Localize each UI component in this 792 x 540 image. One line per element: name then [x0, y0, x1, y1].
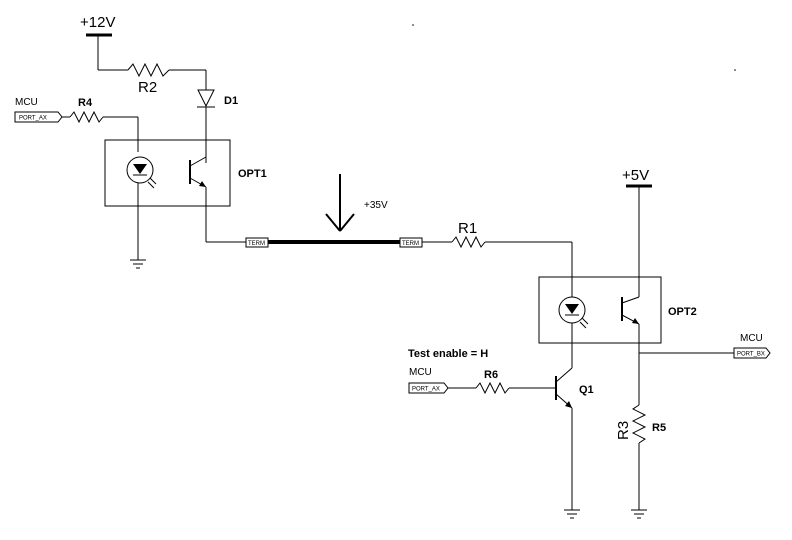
- label-q1: Q1: [579, 384, 594, 396]
- resistor-r1: [451, 235, 486, 249]
- label-r3: R3: [615, 421, 632, 440]
- port-bx: PORT_BX: [733, 347, 771, 359]
- optocoupler-opt2: [538, 276, 662, 344]
- port-bx-label: PORT_BX: [737, 352, 765, 358]
- term-right-label: TERM: [402, 241, 419, 247]
- optocoupler-opt1: [104, 139, 231, 207]
- label-mcu-bottom: MCU: [409, 367, 432, 378]
- label-12v: +12V: [80, 14, 115, 31]
- label-mcu-left: MCU: [15, 97, 38, 108]
- opt1-phototransistor: [189, 156, 207, 188]
- transistor-q1: [555, 367, 573, 409]
- term-left: TERM: [245, 237, 269, 248]
- label-r4: R4: [78, 97, 93, 109]
- label-mcu-right: MCU: [740, 333, 763, 344]
- label-d1: D1: [224, 95, 238, 107]
- label-opt1: OPT1: [238, 168, 267, 180]
- label-r6: R6: [484, 369, 498, 381]
- diode-d1: [197, 89, 215, 108]
- port-ax-left: PORT_AX: [14, 111, 63, 123]
- label-test-enable: Test enable = H: [408, 348, 488, 360]
- opt2-led: [558, 296, 589, 329]
- resistor-r3: [631, 404, 647, 444]
- ground-q1: [564, 509, 580, 519]
- label-r1: R1: [458, 220, 477, 237]
- opt1-led: [126, 156, 157, 189]
- ground-r5: [631, 509, 647, 519]
- supply-12v: +12V: [80, 14, 115, 70]
- resistor-r2: [127, 62, 170, 78]
- port-ax-bottom: PORT_AX: [408, 382, 449, 394]
- port-ax-bottom-label: PORT_AX: [412, 387, 440, 393]
- label-35v: +35V: [364, 200, 388, 211]
- supply-5v: +5V: [622, 167, 652, 188]
- arrow-down-icon: [325, 174, 355, 232]
- resistor-r4: [69, 110, 104, 124]
- opt2-phototransistor: [621, 296, 640, 325]
- resistor-r6: [475, 381, 510, 395]
- port-ax-left-label: PORT_AX: [19, 116, 47, 122]
- term-left-label: TERM: [248, 241, 265, 247]
- label-r2: R2: [138, 79, 157, 96]
- label-5v: +5V: [622, 167, 649, 184]
- label-opt2: OPT2: [668, 306, 697, 318]
- term-right: TERM: [399, 237, 423, 248]
- label-r5: R5: [652, 422, 666, 434]
- ground-opt1: [130, 259, 146, 269]
